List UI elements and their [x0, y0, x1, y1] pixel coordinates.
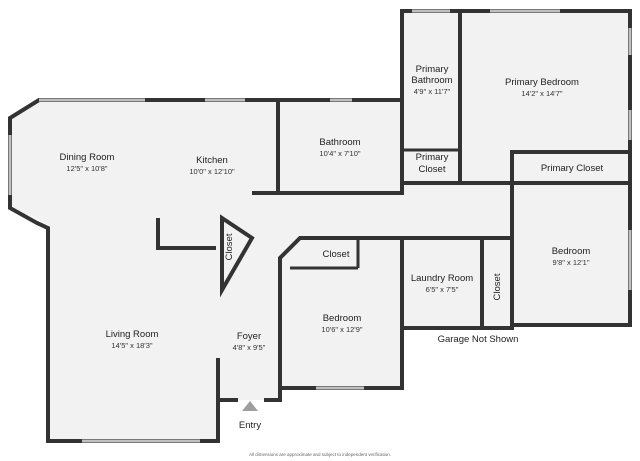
bedroom-right-bottom [510, 238, 632, 327]
bedroom-right-floor [512, 183, 630, 325]
label-primary-closet-small-1: Primary [416, 152, 449, 163]
dims-primary-bathroom: 4'9" x 11'7" [414, 87, 451, 96]
label-foyer: Foyer [237, 331, 261, 342]
dims-primary-bedroom: 14'2" x 14'7" [521, 89, 562, 98]
label-primary-bedroom: Primary Bedroom [505, 77, 579, 88]
bedroom-middle-floor [280, 238, 402, 388]
foyer-floor [218, 260, 280, 400]
wall-closet-diagonal [220, 214, 255, 298]
label-bedroom-right: Bedroom [552, 246, 591, 257]
dims-living-room: 14'5" x 18'3" [111, 341, 152, 350]
label-primary-closet-small-2: Closet [419, 164, 446, 175]
label-primary-bathroom-1: Primary [416, 64, 449, 75]
label-laundry-room: Laundry Room [411, 273, 473, 284]
label-primary-bathroom-2: Bathroom [411, 75, 452, 86]
label-bedroom-middle: Bedroom [323, 313, 362, 324]
label-primary-closet: Primary Closet [541, 163, 604, 174]
label-dining-room: Dining Room [60, 152, 115, 163]
primary-bath-floor [402, 11, 460, 183]
label-bathroom: Bathroom [319, 137, 360, 148]
label-garage-note: Garage Not Shown [438, 334, 519, 345]
dims-dining-room: 12'5" x 10'8" [66, 164, 107, 173]
entry-arrow-icon [242, 401, 258, 411]
label-closet-diagonal: Closet [224, 233, 235, 260]
dims-kitchen: 10'0" x 12'10" [189, 167, 235, 176]
dims-bedroom-right: 9'8" x 12'1" [553, 258, 590, 267]
wall-primary-closet-top [510, 150, 632, 185]
windows [8, 9, 632, 443]
kitchen-peninsula [156, 218, 216, 250]
dims-laundry-room: 6'5" x 7'5" [426, 285, 459, 294]
floor-fills [10, 11, 630, 441]
label-closet-middle: Closet [323, 249, 350, 260]
dims-bedroom-middle: 10'6" x 12'9" [321, 325, 362, 334]
label-kitchen: Kitchen [196, 155, 228, 166]
dims-foyer: 4'8" x 9'5" [233, 343, 266, 352]
label-entry: Entry [239, 420, 261, 431]
room-labels: Dining Room 12'5" x 10'8" Kitchen 10'0" … [60, 64, 604, 457]
bathroom-floor [278, 100, 402, 193]
dims-bathroom: 10'4" x 7'10" [319, 149, 360, 158]
disclaimer-text: All dimensions are approximate and subje… [249, 452, 391, 457]
label-closet-right: Closet [492, 273, 503, 300]
primary-bedroom-floor [460, 11, 630, 183]
label-living-room: Living Room [106, 329, 159, 340]
laundry-floor [402, 238, 512, 328]
